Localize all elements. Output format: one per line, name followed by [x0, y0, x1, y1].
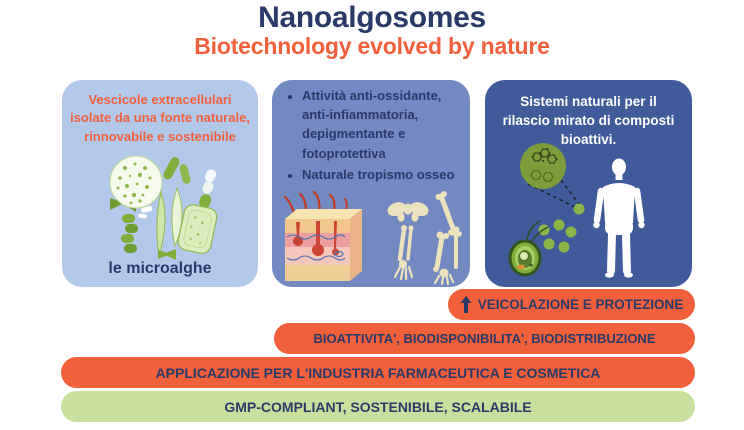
- centric-diatom-circle: [109, 155, 163, 209]
- arm-bones-with-hand: [393, 225, 414, 281]
- microalgae-cluster-illustration: [109, 155, 218, 260]
- page-subtitle: Biotechnology evolved by nature: [194, 33, 550, 59]
- banner-bioattivita: BIOATTIVITA', BIODISPONIBILITA', BIODIST…: [274, 323, 695, 354]
- magnifier-dashed-cone: [527, 179, 580, 209]
- banner-gmp: GMP-COMPLIANT, SOSTENIBILE, SCALABILE: [61, 391, 695, 422]
- skin-cross-section: [283, 191, 362, 281]
- activity-bullet-bone-tropism: Naturale tropismo osseo: [302, 165, 454, 184]
- skin-and-bones-illustration: [283, 191, 462, 285]
- panel-microalgae: Vescicole extracellulari isolate da una …: [62, 80, 258, 287]
- released-vesicle-dot: [573, 203, 585, 215]
- vesicle-trail-dots: [538, 219, 577, 253]
- banner-applicazione: APPLICAZIONE PER L'INDUSTRIA FARMACEUTIC…: [61, 357, 695, 388]
- panel-delivery: Sistemi naturali per il rilascio mirato …: [485, 80, 692, 287]
- banner-veicolazione: VEICOLAZIONE E PROTEZIONE: [448, 289, 695, 320]
- delivery-description: Sistemi naturali per il rilascio mirato …: [502, 94, 675, 148]
- leg-bones-with-foot: [433, 230, 462, 285]
- bones: [387, 191, 462, 285]
- leaf-shaped-algae: [156, 186, 183, 257]
- page-title: Nanoalgosomes: [258, 1, 486, 34]
- up-arrow-icon: [460, 296, 472, 313]
- microalgae-caption: le microalghe: [108, 260, 212, 277]
- activity-bullet-antioxidant: Attività anti-ossidante, anti-infiammato…: [302, 86, 454, 163]
- alga-cell: [508, 220, 549, 277]
- white-fragments: [138, 206, 153, 219]
- algae-to-human-delivery-illustration: [508, 143, 645, 278]
- microalgae-description: Vescicole extracellulari isolate da una …: [70, 92, 250, 144]
- pelvis-bone: [387, 202, 429, 222]
- segmented-chain-bottom-left: [121, 214, 138, 253]
- banner-bioattivita-label: BIOATTIVITA', BIODISPONIBILITA', BIODIST…: [313, 331, 656, 346]
- pennate-diatom-cell: [177, 204, 218, 254]
- activity-bullet-list: Attività anti-ossidante, anti-infiammato…: [282, 86, 454, 186]
- banner-gmp-label: GMP-COMPLIANT, SOSTENIBILE, SCALABILE: [224, 398, 532, 415]
- banner-applicazione-label: APPLICAZIONE PER L'INDUSTRIA FARMACEUTIC…: [155, 364, 601, 381]
- long-bone: [435, 191, 460, 236]
- human-silhouette: [593, 158, 645, 278]
- green-capsules-top: [163, 157, 191, 184]
- banner-veicolazione-label: VEICOLAZIONE E PROTEZIONE: [477, 297, 684, 312]
- bowtie-alga-bottom: [158, 249, 176, 260]
- panel-activity: Attività anti-ossidante, anti-infiammato…: [272, 80, 470, 287]
- molecule-magnifier-circle: [520, 143, 566, 189]
